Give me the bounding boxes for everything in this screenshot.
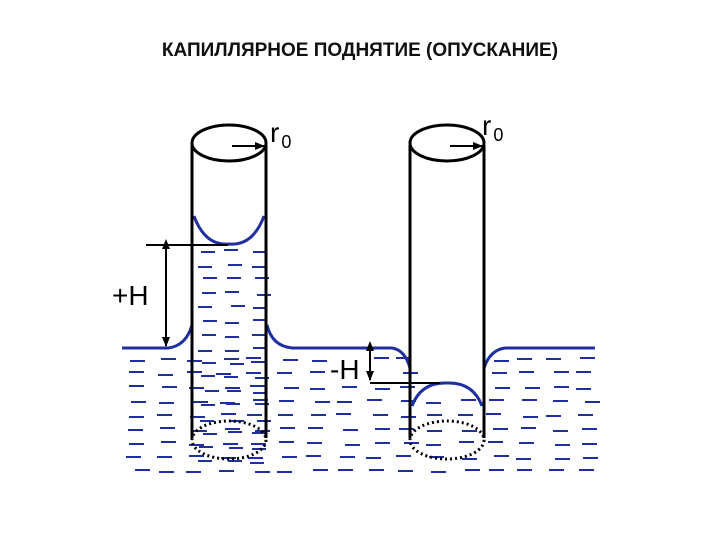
rise-height-label: +H — [112, 280, 149, 311]
left-tube — [190, 123, 268, 461]
meniscus-right — [410, 381, 484, 407]
left-tube-bottom-rim — [190, 419, 268, 461]
diagram-title: КАПИЛЛЯРНОЕ ПОДНЯТИЕ (ОПУСКАНИЕ) — [162, 40, 558, 61]
water-surface-middle — [265, 324, 412, 369]
right-tube-top-rim — [408, 123, 486, 163]
left-tube-top-rim — [190, 123, 268, 163]
drop-height-label: -H — [330, 354, 360, 385]
water-surface-right — [482, 346, 595, 369]
water-dashes — [126, 249, 600, 473]
right-tube — [408, 123, 486, 461]
right-tube-bottom-rim — [408, 419, 486, 461]
water-surface-left — [122, 324, 194, 350]
meniscus-left — [192, 215, 266, 246]
